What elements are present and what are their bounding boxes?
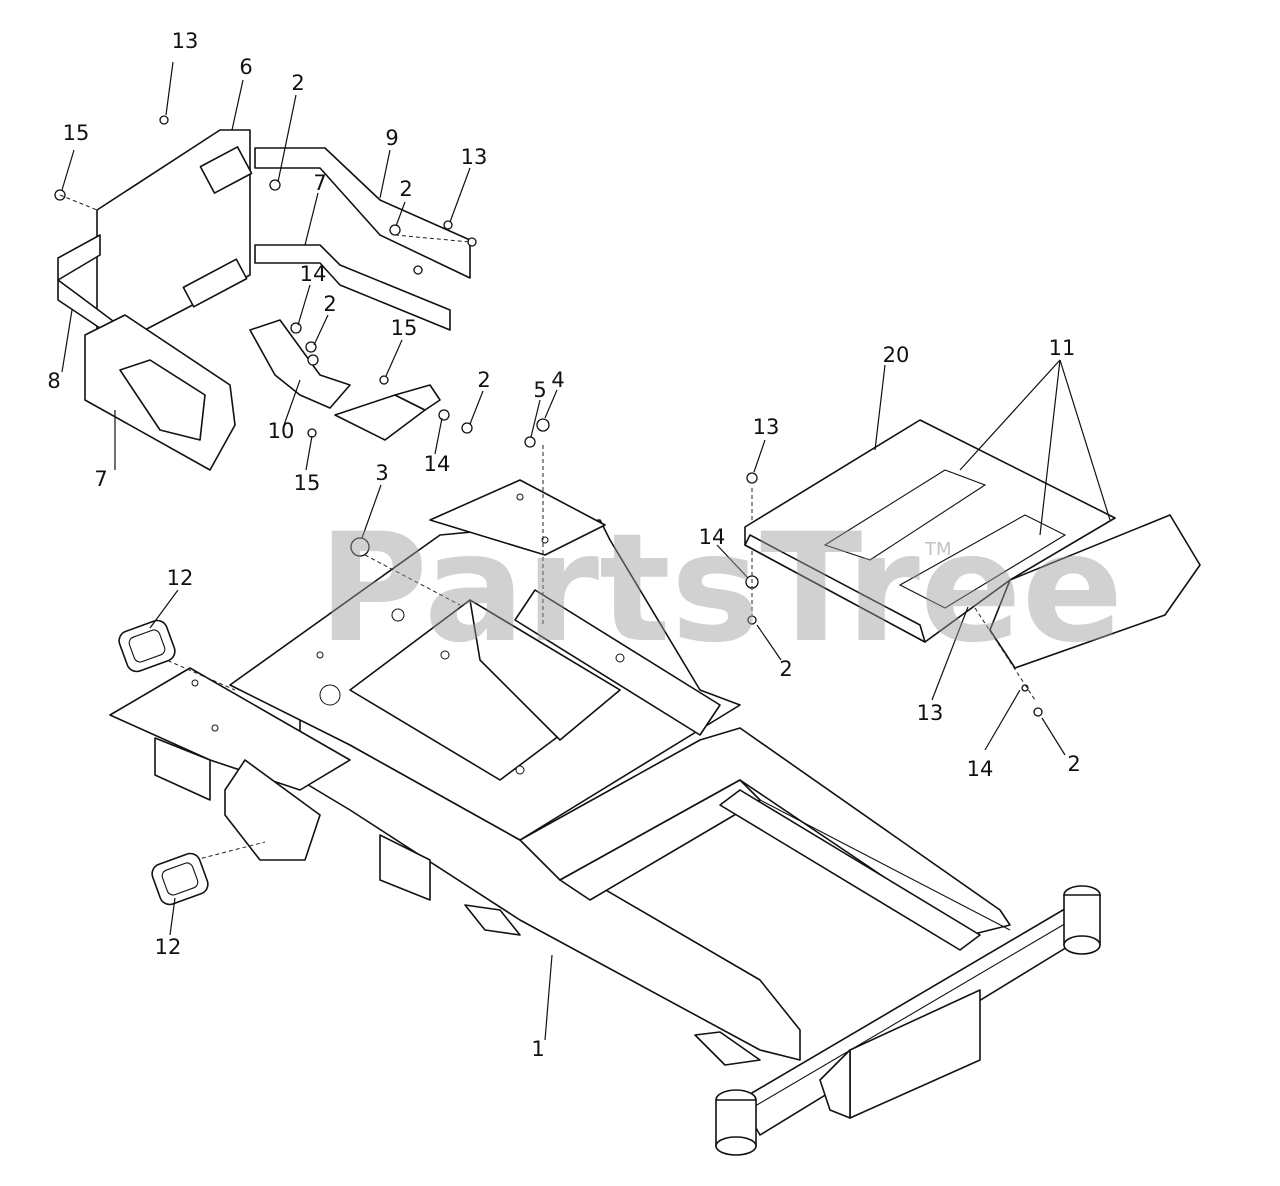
callout-12-upper: 12 <box>167 566 194 590</box>
grommet-part-12-lower <box>151 852 209 906</box>
callout-15-mid: 15 <box>391 316 418 340</box>
bracket-part-9 <box>254 147 471 279</box>
callout-2-pan-lower: 2 <box>1067 752 1080 776</box>
callout-13-pan-lower: 13 <box>917 701 944 725</box>
callout-11: 11 <box>1049 336 1076 360</box>
callout-7-upper: 7 <box>313 171 326 195</box>
callout-13-pan: 13 <box>753 415 780 439</box>
callout-12-lower: 12 <box>155 935 182 959</box>
grommet-part-12-upper <box>118 619 176 673</box>
watermark: PartsTree TM <box>318 502 1123 676</box>
watermark-text: PartsTree <box>318 502 1123 676</box>
callout-4: 4 <box>551 368 564 392</box>
main-frame-part-1 <box>109 479 1101 1156</box>
callout-7-lower: 7 <box>94 467 107 491</box>
callout-1: 1 <box>531 1037 544 1061</box>
callout-15-left: 15 <box>63 121 90 145</box>
leader-lines <box>61 61 1111 1041</box>
callout-14-upper: 14 <box>300 262 327 286</box>
callout-14-pan: 14 <box>699 525 726 549</box>
callout-2-mid: 2 <box>399 177 412 201</box>
callout-13-right: 13 <box>461 145 488 169</box>
callout-13-top: 13 <box>172 29 199 53</box>
callout-15-bottom: 15 <box>294 471 321 495</box>
callout-2-bracket: 2 <box>323 292 336 316</box>
bracket-part-10 <box>249 319 441 441</box>
side-panel-part-6 <box>96 129 253 356</box>
callout-3: 3 <box>375 461 388 485</box>
callout-labels: 13 6 2 15 9 13 7 2 14 2 15 8 2 5 4 10 14… <box>47 29 1080 1061</box>
callout-8: 8 <box>47 369 60 393</box>
callout-14-pan-lower: 14 <box>967 757 994 781</box>
callout-2-pan: 2 <box>779 657 792 681</box>
bracket-part-7-upper <box>254 244 451 331</box>
floor-pan-part-20 <box>744 419 1201 669</box>
watermark-tm: TM <box>924 539 952 560</box>
bracket-part-7-lower <box>84 314 236 471</box>
callout-14-mid: 14 <box>424 452 451 476</box>
callout-5: 5 <box>533 378 546 402</box>
assembly-lines <box>59 194 1036 861</box>
callout-2-right: 2 <box>477 368 490 392</box>
callout-9: 9 <box>385 126 398 150</box>
callout-10: 10 <box>268 419 295 443</box>
callout-2-top: 2 <box>291 71 304 95</box>
callout-6: 6 <box>239 55 252 79</box>
callout-20: 20 <box>883 343 910 367</box>
